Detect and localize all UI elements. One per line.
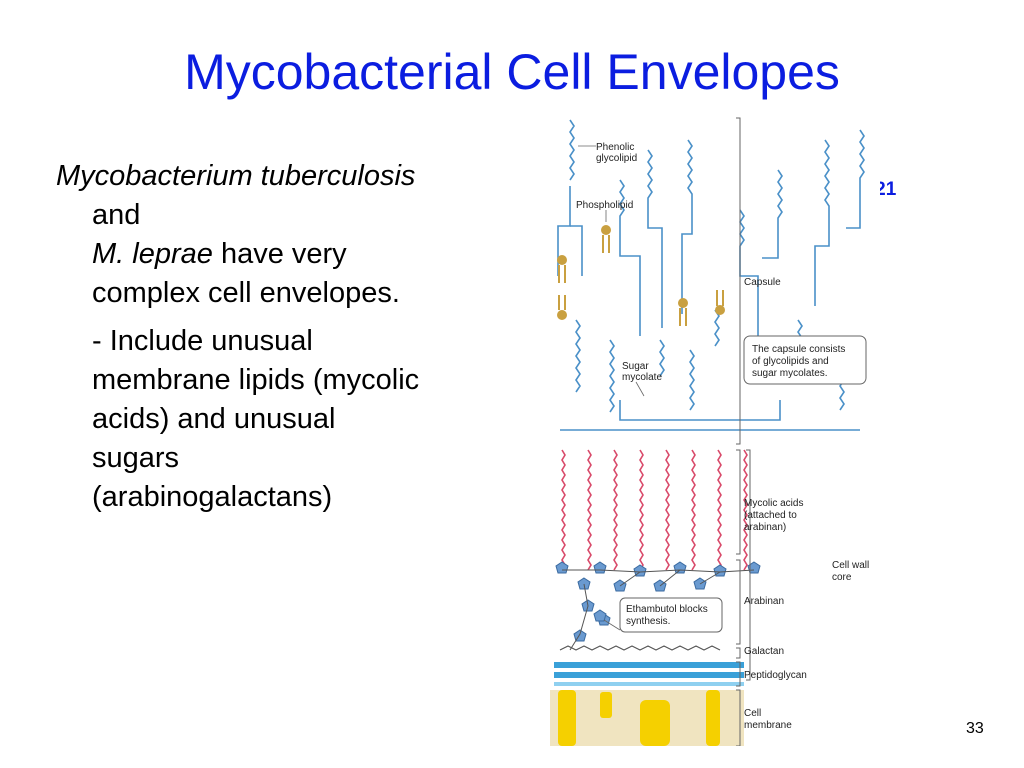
bullet-line-4: sugars	[92, 442, 180, 474]
arabinan-label: Arabinan	[744, 596, 784, 607]
mycolic-acids-label-3: arabinan)	[744, 522, 786, 533]
cell-membrane-label: Cell	[744, 708, 761, 719]
body-line-species2: M. leprae have very	[92, 235, 536, 274]
capsule-note-line-2: of glycolipids and	[752, 356, 829, 367]
body-line-envelopes: complex cell envelopes.	[92, 277, 400, 309]
bullet-line-1: - Include unusual	[92, 325, 313, 357]
capsule-label: Capsule	[744, 277, 781, 288]
capsule-lipids	[557, 119, 865, 431]
mycolic-acids	[561, 449, 748, 571]
mycolic-acids-label: Mycolic acids	[744, 498, 803, 509]
bullet-line-2: membrane lipids (mycolic	[92, 364, 420, 396]
peptidoglycan-label: Peptidoglycan	[744, 670, 807, 681]
peptidoglycan-layer	[554, 662, 744, 686]
ethambutol-note-box	[619, 597, 723, 633]
species-name-1: Mycobacterium tuberculosis	[56, 160, 416, 192]
phospholipid-molecules	[557, 225, 725, 326]
capsule-note-line-3: sugar mycolates.	[752, 368, 828, 379]
sugar-mycolate-label-2: mycolate	[622, 372, 662, 383]
body-line-and: and	[92, 199, 141, 231]
layer-brackets	[736, 117, 751, 746]
cell-membrane-label-2: membrane	[744, 720, 792, 731]
phospholipid-label: Phospholipid	[576, 200, 633, 211]
ethambutol-note-line-2: synthesis.	[626, 616, 670, 627]
species-name-2: M. leprae	[92, 238, 213, 270]
body-text: Mycobacterium tuberculosis and M. leprae…	[56, 157, 536, 517]
bullet-line-3: acids) and unusual	[92, 403, 336, 435]
galactan-label: Galactan	[744, 646, 784, 657]
body-line-species2-rest: have very	[212, 238, 347, 270]
ethambutol-note-line-1: Ethambutol blocks	[626, 604, 708, 615]
cell-wall-core-label-2: core	[832, 572, 852, 583]
cell-envelope-diagram: Phenolic glycolipid Phospholipid Sugar m…	[540, 110, 880, 746]
phenolic-glycolipid-label-2: glycolipid	[596, 153, 637, 164]
cell-membrane	[550, 690, 744, 746]
phenolic-glycolipid-label: Phenolic	[596, 142, 634, 153]
slide-number: 33	[966, 720, 984, 737]
cell-wall-core-label: Cell wall	[832, 560, 869, 571]
arabinan-links	[562, 569, 755, 651]
leader-lines	[578, 145, 645, 631]
slide-title: Mycobacterial Cell Envelopes	[184, 44, 840, 100]
mycolic-acids-label-2: (attached to	[744, 510, 797, 521]
sugar-mycolate-label: Sugar	[622, 361, 649, 372]
capsule-note-box	[743, 335, 867, 385]
capsule-note-line-1: The capsule consists	[752, 344, 845, 355]
galactan-chain	[559, 645, 721, 651]
bullet-line-5: (arabinogalactans)	[92, 481, 333, 513]
